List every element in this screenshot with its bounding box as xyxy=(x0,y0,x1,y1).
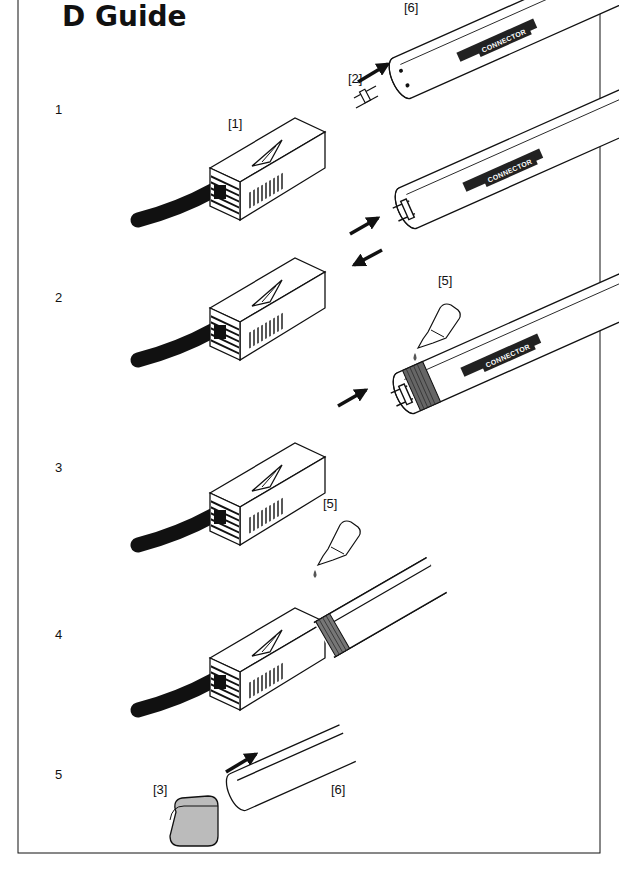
part-callout: [3] xyxy=(153,783,167,797)
step-number: 5 xyxy=(55,768,62,782)
part-callout: [1] xyxy=(228,117,242,131)
part-callout: [6] xyxy=(331,783,345,797)
step-number: 2 xyxy=(55,291,62,305)
step-number: 1 xyxy=(55,103,62,117)
part-callout: [5] xyxy=(323,497,337,511)
step-number: 3 xyxy=(55,461,62,475)
guide-title: D Guide xyxy=(62,2,187,33)
part-callout: [6] xyxy=(404,1,418,15)
part-callout: [2] xyxy=(348,72,362,86)
part-callout: [5] xyxy=(438,274,452,288)
step-number: 4 xyxy=(55,628,62,642)
